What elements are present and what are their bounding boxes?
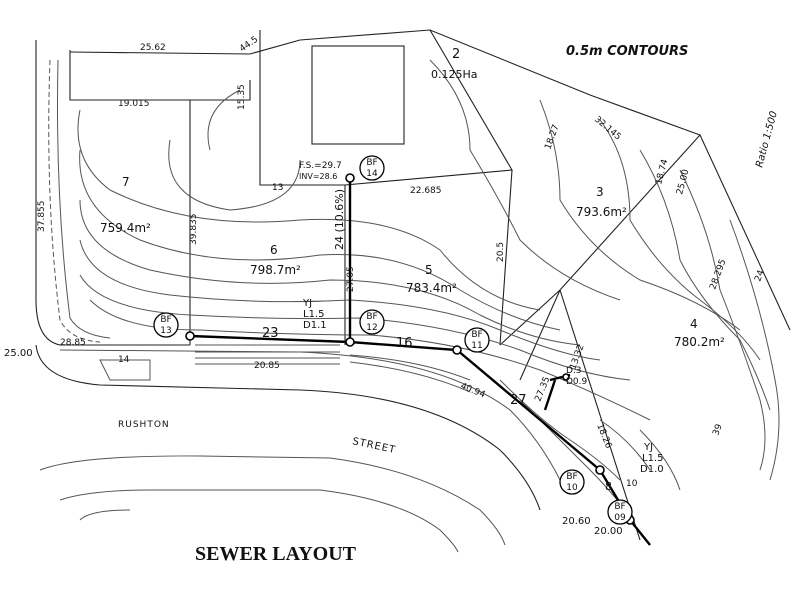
bf14-id: BF (366, 158, 377, 168)
manhole-label-bf13: BF 13 (153, 312, 179, 338)
manhole-label-bf09: BF 09 (607, 499, 633, 525)
dim-label: 32.145 (592, 115, 623, 143)
drawing-title: SEWER LAYOUT (195, 543, 357, 565)
bf13-id: BF (160, 315, 171, 325)
lot5-area: 783.4m² (406, 281, 457, 295)
bf10-id: BF (566, 472, 577, 482)
dim-label: 25.00 (675, 168, 691, 196)
lot2-number: 2 (452, 47, 460, 62)
dim-label: 39.835 (189, 214, 199, 246)
dim-label: 28.295 (708, 258, 728, 291)
pipe-23-label: 23 (262, 326, 279, 341)
lot2-area: 0.125Ha (431, 68, 478, 81)
manhole-label-bf11: BF 11 (464, 327, 490, 353)
lot4-area: 780.2m² (674, 335, 725, 349)
bf11-id: BF (471, 330, 482, 340)
pipe-16-label: 16 (396, 336, 413, 351)
bf12-num: 12 (366, 323, 377, 333)
bf10-num: 10 (566, 483, 578, 493)
bf09-id: BF (614, 502, 625, 512)
level-bottom-a: 20.60 (562, 516, 591, 527)
dim-label: 15.35 (237, 84, 247, 110)
bf09-num: 09 (614, 513, 626, 523)
street-name-word2: STREET (351, 436, 396, 456)
dim-label: 27.05 (346, 266, 356, 292)
road-kerbs (35, 344, 561, 553)
ds-note-l: D.3 (566, 366, 582, 376)
manhole-points (185, 173, 635, 525)
ds-note-d: D0.9 (566, 377, 588, 387)
lot7-area: 759.4m² (100, 221, 151, 235)
dim-label: 40.94 (459, 382, 487, 401)
dim-label: 14 (118, 355, 130, 365)
lot7-number: 7 (122, 175, 130, 189)
dim-label: 22.685 (410, 186, 442, 196)
bf11-num: 11 (471, 341, 482, 351)
lot3-number: 3 (596, 185, 604, 199)
lot3-area: 793.6m² (576, 205, 627, 219)
dim-label: 44.5 (238, 35, 260, 55)
junction-note-main: YJ L1.5 D1.1 (302, 298, 327, 331)
junction-yj: YJ (302, 298, 312, 309)
dim-label: 19.015 (118, 99, 150, 109)
bf14-num: 14 (366, 169, 378, 179)
dim-label: 18.74 (654, 158, 670, 186)
contours-note: 0.5m CONTOURS (566, 44, 688, 59)
lot5-number: 5 (425, 263, 433, 277)
lot4-number: 4 (690, 317, 698, 331)
lot6-area: 798.7m² (250, 263, 301, 277)
bf12-id: BF (366, 312, 377, 322)
junction-d: D1.1 (303, 320, 327, 331)
street-name-word1: RUSHTON (118, 420, 170, 430)
sewer-main (189, 178, 651, 546)
dim-label: 18.26 (594, 422, 613, 450)
dim-label: 13 (272, 183, 283, 193)
bf13-num: 13 (160, 326, 171, 336)
contour-lines (48, 59, 780, 511)
dim-label: 25.62 (140, 43, 166, 53)
manhole-label-bf12: BF 12 (359, 309, 385, 335)
junction-l: L1.5 (303, 309, 324, 320)
lot6-number: 6 (270, 243, 278, 257)
dim-label: 10 (626, 479, 638, 489)
manhole-label-bf10: BF 10 (559, 469, 585, 495)
junction2-l: L1.5 (642, 453, 663, 464)
dim-label: 37.855 (37, 201, 47, 233)
pipe-8-label: 8 (605, 480, 612, 493)
dim-label: 39 (711, 423, 724, 437)
scale-ratio: Ratio 1:500 (754, 110, 780, 169)
junction-note-lower: YJ L1.5 D1.0 (640, 442, 664, 475)
junction2-d: D1.0 (640, 464, 664, 475)
dimension-labels: 25.62 44.5 19.015 37.855 39.835 22.685 1… (37, 35, 767, 489)
dim-label: 20.85 (254, 361, 280, 371)
junction2-yj: YJ (643, 442, 653, 453)
level-left: 25.00 (4, 348, 33, 359)
pipe-24-label: 24 (10.6%) (333, 189, 346, 250)
dim-label: 28.85 (60, 338, 86, 348)
level-bottom-b: 20.00 (594, 526, 623, 537)
bf14-inv-level: INV=28.6 (299, 172, 337, 181)
manhole-label-bf14: BF 14 (359, 155, 385, 181)
dim-label: 18.27 (543, 123, 561, 151)
bf14-fs-level: F.S.=29.7 (299, 161, 342, 171)
dim-label: 24 (753, 269, 766, 283)
pipe-27-label: 27 (510, 393, 527, 408)
dim-label: 20.5 (496, 242, 506, 262)
